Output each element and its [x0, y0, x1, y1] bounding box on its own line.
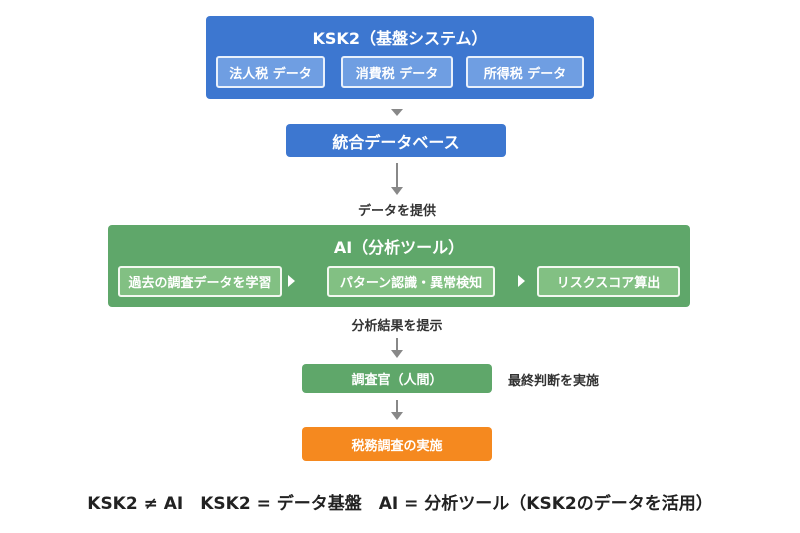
inspector-box: 調査官（人間）: [302, 364, 492, 393]
step-arrow-icon: [288, 275, 295, 287]
corporate-tax-data: 法人税 データ: [216, 56, 325, 88]
ai-step-detect: パターン認識・異常検知: [327, 266, 495, 297]
tax-audit-box: 税務調査の実施: [302, 427, 492, 461]
integrated-database-box: 統合データベース: [286, 124, 506, 157]
present-results-label: 分析結果を提示: [351, 319, 443, 334]
consumption-tax-data: 消費税 データ: [341, 56, 453, 88]
ksk2-title: KSK2（基盤システム）: [312, 29, 488, 48]
ai-tool-box: AI（分析ツール） 過去の調査データを学習 パターン認識・異常検知 リスクスコア…: [108, 225, 690, 307]
down-triangle-icon: [391, 109, 403, 116]
arrow-down-icon: [391, 400, 403, 420]
provide-data-label: データを提供: [357, 204, 436, 219]
ai-step-learn: 過去の調査データを学習: [118, 266, 282, 297]
ai-title: AI（分析ツール）: [333, 238, 465, 257]
final-judgment-label: 最終判断を実施: [508, 374, 600, 389]
arrow-down-icon: [391, 163, 403, 195]
income-tax-data: 所得税 データ: [466, 56, 584, 88]
summary-text: KSK2 ≠ AI KSK2 = データ基盤 AI = 分析ツール（KSK2のデ…: [87, 494, 713, 514]
ai-step-score: リスクスコア算出: [537, 266, 680, 297]
arrow-down-icon: [391, 338, 403, 358]
ksk2-system-box: KSK2（基盤システム） 法人税 データ 消費税 データ 所得税 データ: [206, 16, 594, 99]
step-arrow-icon: [518, 275, 525, 287]
